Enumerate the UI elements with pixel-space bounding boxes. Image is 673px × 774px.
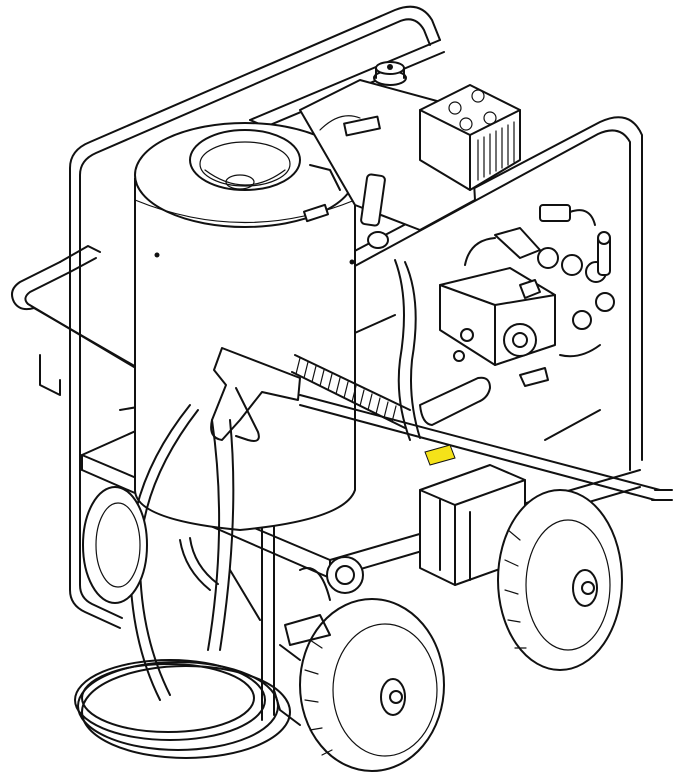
hose-and-wand	[74, 347, 673, 759]
lower-components	[229, 464, 526, 621]
pressure-valves	[537, 231, 615, 330]
engine-cooling-fins	[477, 121, 515, 181]
pump	[439, 204, 615, 387]
engine	[299, 61, 521, 231]
rear-left-wheel	[82, 486, 148, 604]
rear-right-wheel	[497, 489, 623, 671]
warning-label	[424, 444, 456, 466]
front-wheel	[299, 598, 445, 772]
boiler-tank	[134, 122, 356, 531]
front-details	[279, 173, 601, 661]
wand-spring-guard	[291, 354, 411, 429]
